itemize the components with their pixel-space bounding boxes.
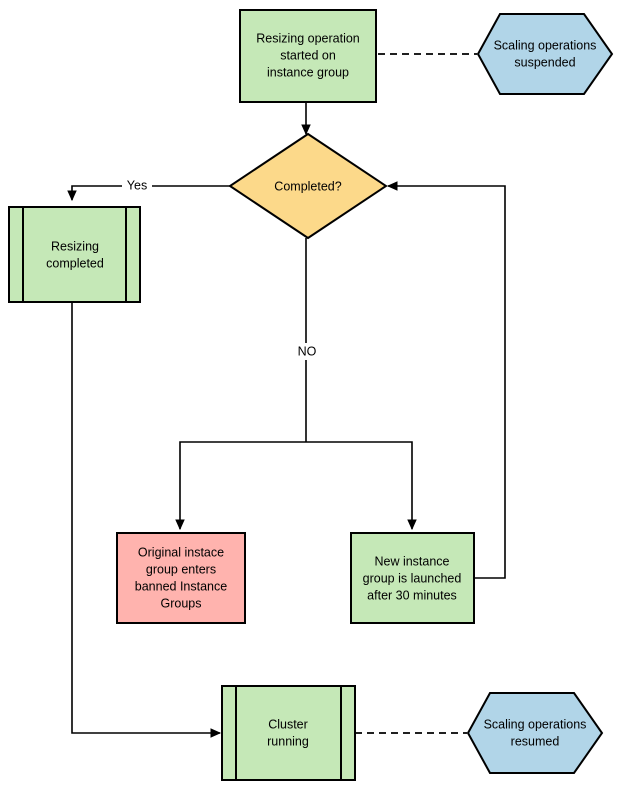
svg-text:Cluster: Cluster — [268, 717, 308, 731]
edge-branch-to-new-group — [306, 441, 417, 531]
svg-text:group enters: group enters — [146, 562, 216, 576]
node-new-group-launched[interactable]: New instance group is launched after 30 … — [350, 532, 475, 624]
node-scaling-resumed[interactable]: Scaling operations resumed — [466, 692, 604, 774]
node-scaling-suspended[interactable]: Scaling operations suspended — [476, 13, 614, 95]
svg-text:Groups: Groups — [161, 596, 202, 610]
svg-text:Resizing: Resizing — [51, 239, 99, 253]
edge-branch-to-banned — [175, 441, 306, 531]
svg-text:started on: started on — [280, 48, 336, 62]
node-cluster-running[interactable]: Cluster running — [221, 685, 356, 781]
svg-text:New instance: New instance — [374, 554, 449, 568]
svg-text:completed: completed — [46, 256, 104, 270]
edge-decision-yes: Yes — [67, 177, 230, 202]
svg-text:Scaling operations: Scaling operations — [494, 38, 597, 52]
svg-text:running: running — [267, 734, 309, 748]
node-original-group-banned[interactable]: Original instace group enters banned Ins… — [116, 532, 246, 624]
svg-text:Resizing operation: Resizing operation — [256, 31, 360, 45]
edge-new-group-loopback — [386, 181, 506, 579]
edge-decision-no: NO — [291, 238, 321, 442]
svg-text:banned Instance: banned Instance — [135, 579, 227, 593]
svg-text:after 30 minutes: after 30 minutes — [367, 588, 457, 602]
edge-resizing-completed-to-cluster — [71, 302, 222, 738]
svg-text:Completed?: Completed? — [274, 179, 341, 193]
node-resizing-started[interactable]: Resizing operation started on instance g… — [239, 9, 377, 103]
node-resizing-completed[interactable]: Resizing completed — [8, 206, 141, 303]
edge-label-no: NO — [298, 344, 317, 358]
svg-text:instance group: instance group — [267, 65, 349, 79]
svg-text:Scaling operations: Scaling operations — [484, 717, 587, 731]
svg-text:Original instace: Original instace — [138, 545, 224, 559]
svg-text:group is launched: group is launched — [363, 571, 462, 585]
edge-label-yes: Yes — [127, 178, 147, 192]
svg-text:suspended: suspended — [514, 55, 575, 69]
node-completed-decision[interactable]: Completed? — [228, 132, 388, 240]
svg-text:resumed: resumed — [511, 734, 560, 748]
